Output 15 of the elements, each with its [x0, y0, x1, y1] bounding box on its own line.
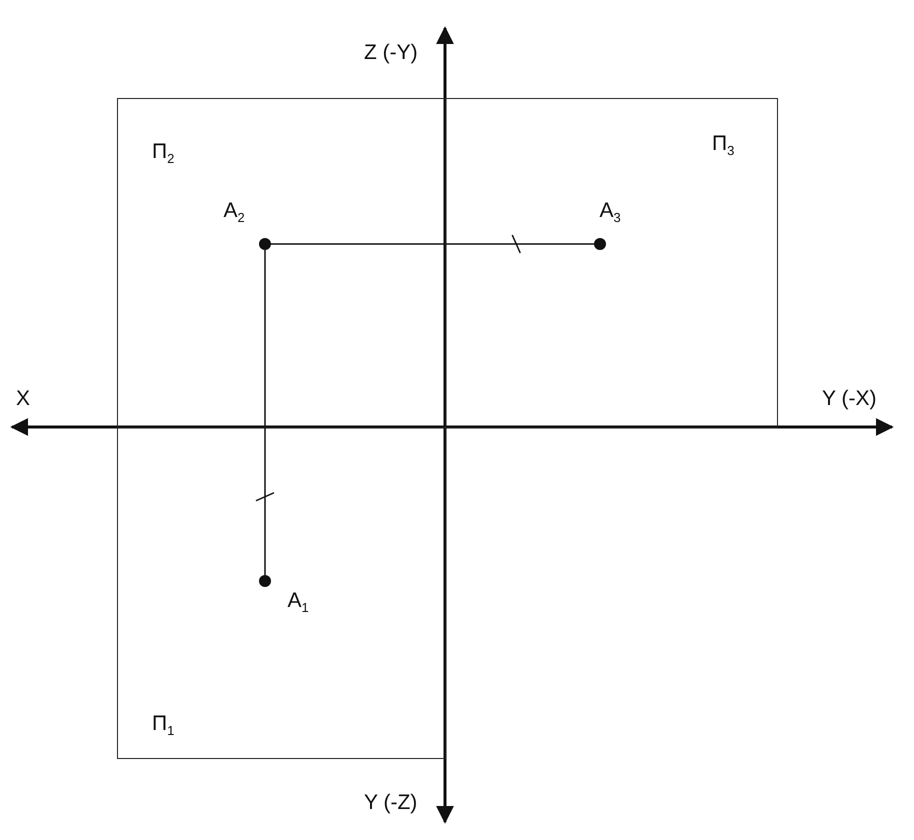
axis-label: Y (-Z) — [364, 792, 418, 813]
axis-label: Z (-Y) — [364, 42, 418, 63]
plane-label: П$_{2}$ — [152, 141, 174, 166]
projection-plane — [117, 98, 446, 428]
point-label: A$_{3}$ — [600, 200, 621, 224]
projection-plane — [117, 427, 446, 759]
projection-line — [271, 243, 594, 245]
projection-plane — [445, 98, 778, 428]
plane-label: П$_{1}$ — [152, 713, 174, 738]
projection-line — [264, 250, 266, 575]
point-label: A$_{1}$ — [288, 590, 309, 614]
axis-label: X — [16, 388, 30, 409]
plane-label: П$_{3}$ — [712, 133, 734, 158]
point-label: A$_{2}$ — [224, 200, 245, 224]
axis-label: Y (-X) — [822, 388, 876, 409]
